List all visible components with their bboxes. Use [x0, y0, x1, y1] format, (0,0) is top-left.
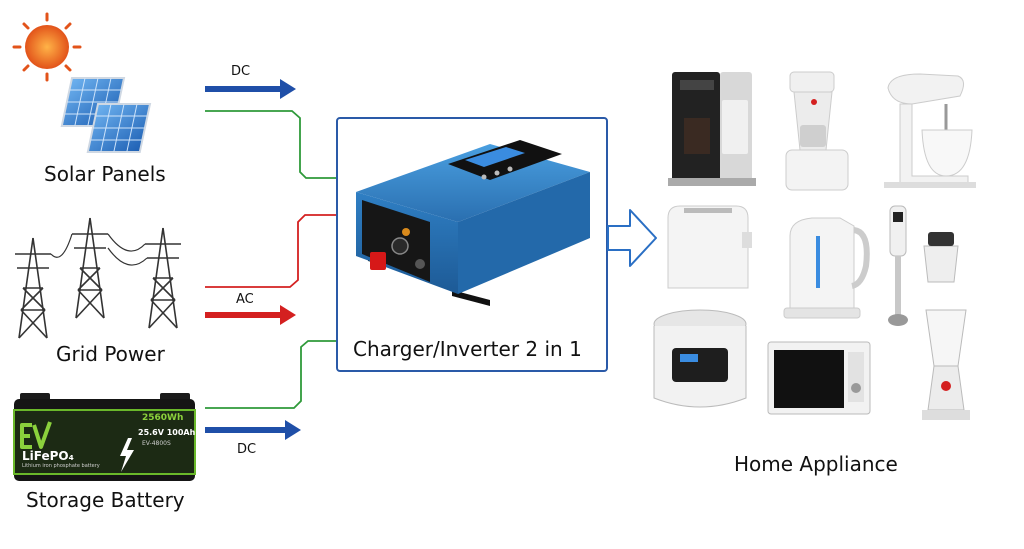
battery-subtitle: Lithium iron phosphate battery: [22, 463, 100, 469]
ac-flow-label: AC: [236, 292, 254, 307]
dc-arrow-battery: [205, 420, 301, 440]
storage-battery-label: Storage Battery: [26, 488, 185, 512]
battery-icon: [13, 393, 196, 481]
grid-power-label: Grid Power: [56, 342, 165, 366]
dc-flow-label-battery: DC: [237, 442, 257, 457]
coffee-machine-icon: [668, 72, 756, 186]
battery-rating: 25.6V 100Ah: [138, 428, 196, 437]
battery-model: EV-4800S: [142, 440, 171, 447]
coffee-maker-icon: [785, 71, 849, 191]
battery-chemistry: LiFePO₄: [22, 449, 74, 463]
home-appliance-label: Home Appliance: [734, 452, 898, 476]
rice-cooker-icon: [653, 309, 747, 408]
stand-mixer-icon: [884, 73, 976, 188]
solar-panel-icon: [60, 77, 152, 153]
toaster-icon: [667, 205, 752, 289]
blender-icon: [922, 309, 970, 420]
microwave-icon: [767, 341, 871, 415]
battery-capacity: 2560Wh: [142, 413, 184, 423]
dc-line-battery: [205, 340, 337, 409]
center-device-label: Charger/Inverter 2 in 1: [353, 337, 582, 361]
inverter-icon: [356, 140, 590, 306]
sun-icon: [12, 12, 82, 82]
dc-line-solar: [205, 110, 337, 179]
dc-arrow-solar: [205, 79, 296, 99]
output-arrow: [607, 209, 657, 267]
power-tower-icon: [15, 217, 181, 339]
dc-flow-label-solar: DC: [231, 64, 251, 79]
ac-arrow-grid: [205, 305, 296, 325]
kettle-icon: [783, 217, 870, 319]
solar-panels-label: Solar Panels: [44, 162, 166, 186]
ac-line-grid: [205, 214, 337, 288]
hand-blender-icon: [888, 205, 959, 326]
